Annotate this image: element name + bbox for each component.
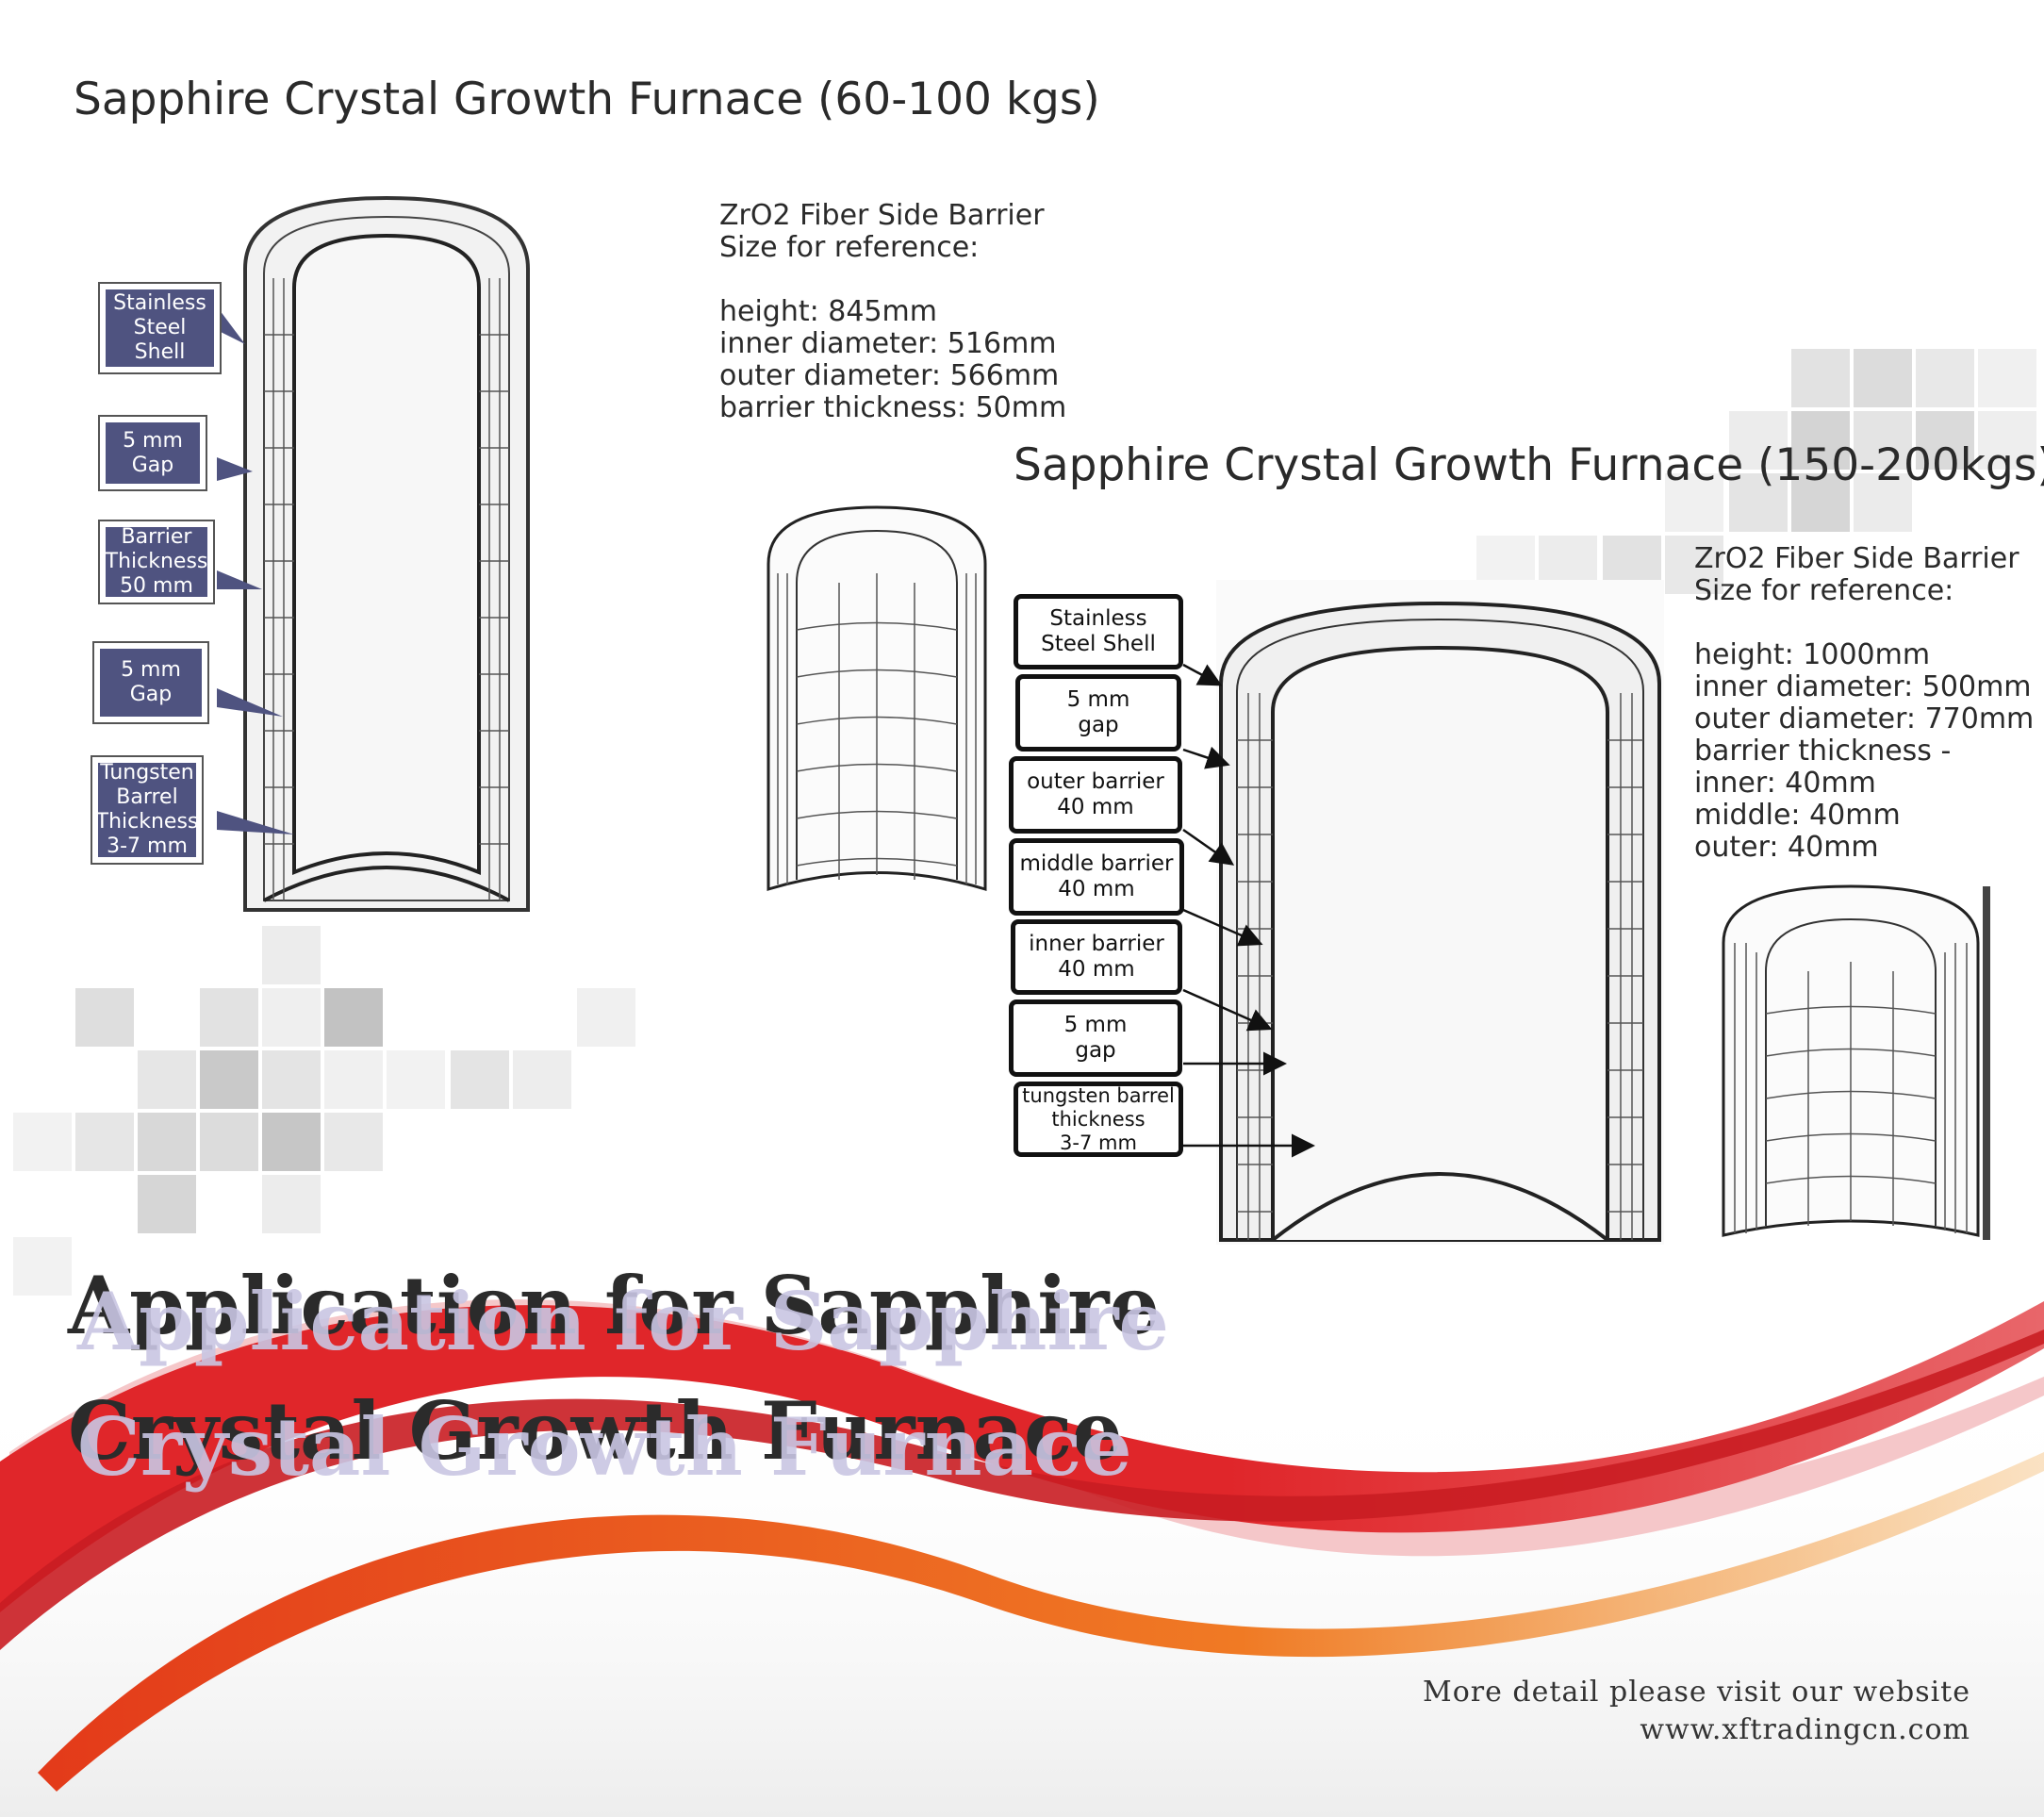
red-wave-decoration (0, 1299, 2044, 1817)
headline-line2-shadow: Crystal Growth Furnace (68, 1384, 1123, 1478)
large-furnace-arrows (1182, 663, 1315, 1158)
large-barrier-segment-illustration (1714, 877, 1992, 1245)
large-furnace-diagram (1216, 580, 1664, 1245)
small-furnace-spec: ZrO2 Fiber Side Barrier Size for referen… (719, 199, 1067, 424)
small-furnace-title: Sapphire Crystal Growth Furnace (60-100 … (74, 74, 1100, 125)
headline-line1: Application for Sapphire (77, 1275, 1169, 1368)
headline-line2: Crystal Growth Furnace (77, 1400, 1132, 1494)
large-furnace-title: Sapphire Crystal Growth Furnace (150-200… (1014, 439, 2044, 491)
small-barrier-segment-illustration (766, 505, 987, 892)
headline-line1-shadow: Application for Sapphire (68, 1259, 1160, 1352)
large-furnace-spec: ZrO2 Fiber Side Barrier Size for referen… (1694, 542, 2035, 864)
footer-text: More detail please visit our website (1423, 1676, 1970, 1709)
footer: More detail please visit our website www… (1423, 1674, 1970, 1749)
footer-website[interactable]: www.xftradingcn.com (1640, 1713, 1970, 1746)
